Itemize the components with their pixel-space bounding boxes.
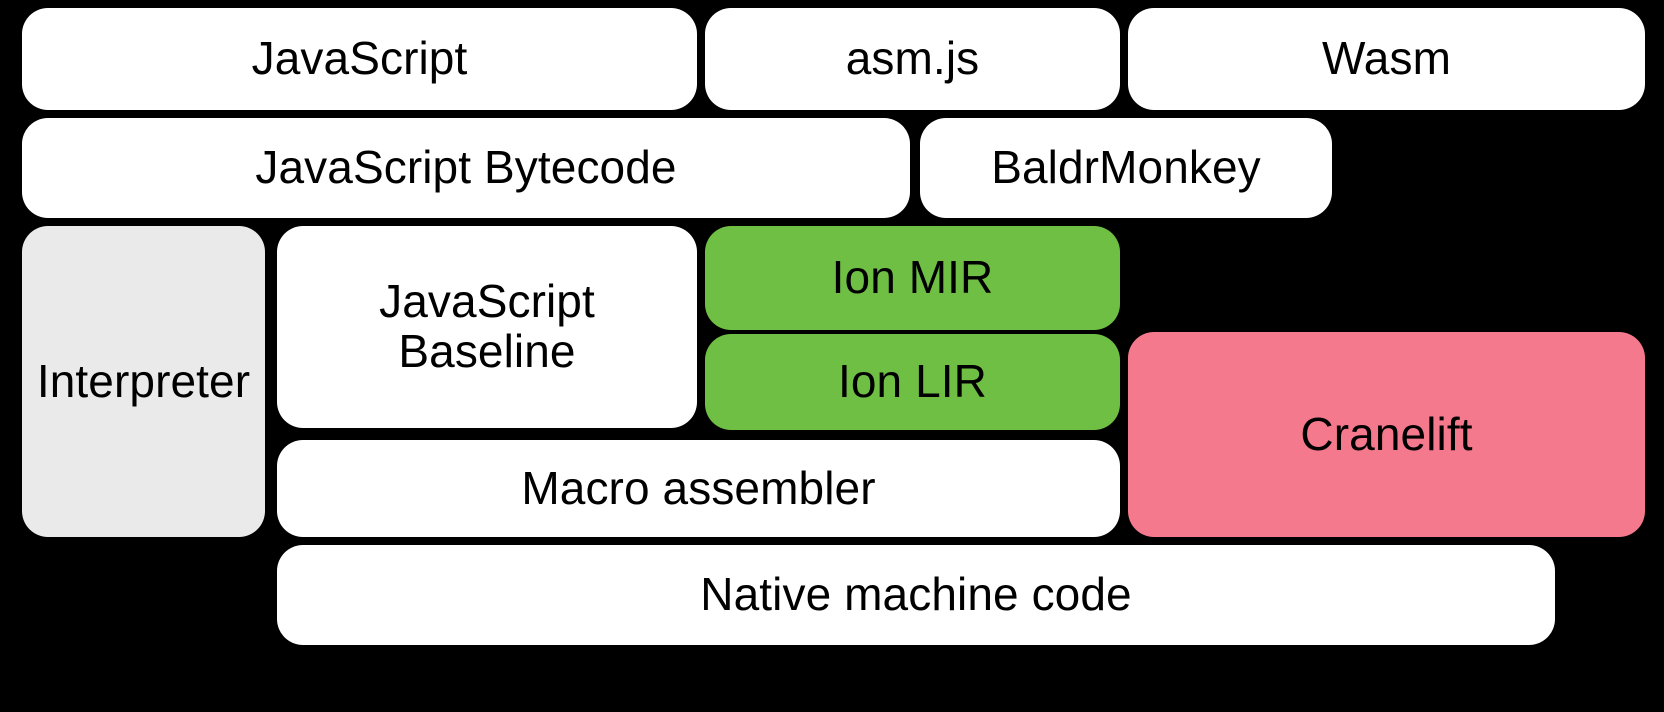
node-javascript-bytecode: JavaScript Bytecode xyxy=(22,118,910,218)
node-ion-mir: Ion MIR xyxy=(705,226,1120,330)
node-wasm: Wasm xyxy=(1128,8,1645,110)
node-cranelift: Cranelift xyxy=(1128,332,1645,537)
node-asmjs: asm.js xyxy=(705,8,1120,110)
node-native-machine-code: Native machine code xyxy=(277,545,1555,645)
node-javascript-baseline: JavaScript Baseline xyxy=(277,226,697,428)
node-macro-assembler: Macro assembler xyxy=(277,440,1120,537)
node-interpreter: Interpreter xyxy=(22,226,265,537)
node-baldrmonkey: BaldrMonkey xyxy=(920,118,1332,218)
node-ion-lir: Ion LIR xyxy=(705,334,1120,430)
node-javascript: JavaScript xyxy=(22,8,697,110)
